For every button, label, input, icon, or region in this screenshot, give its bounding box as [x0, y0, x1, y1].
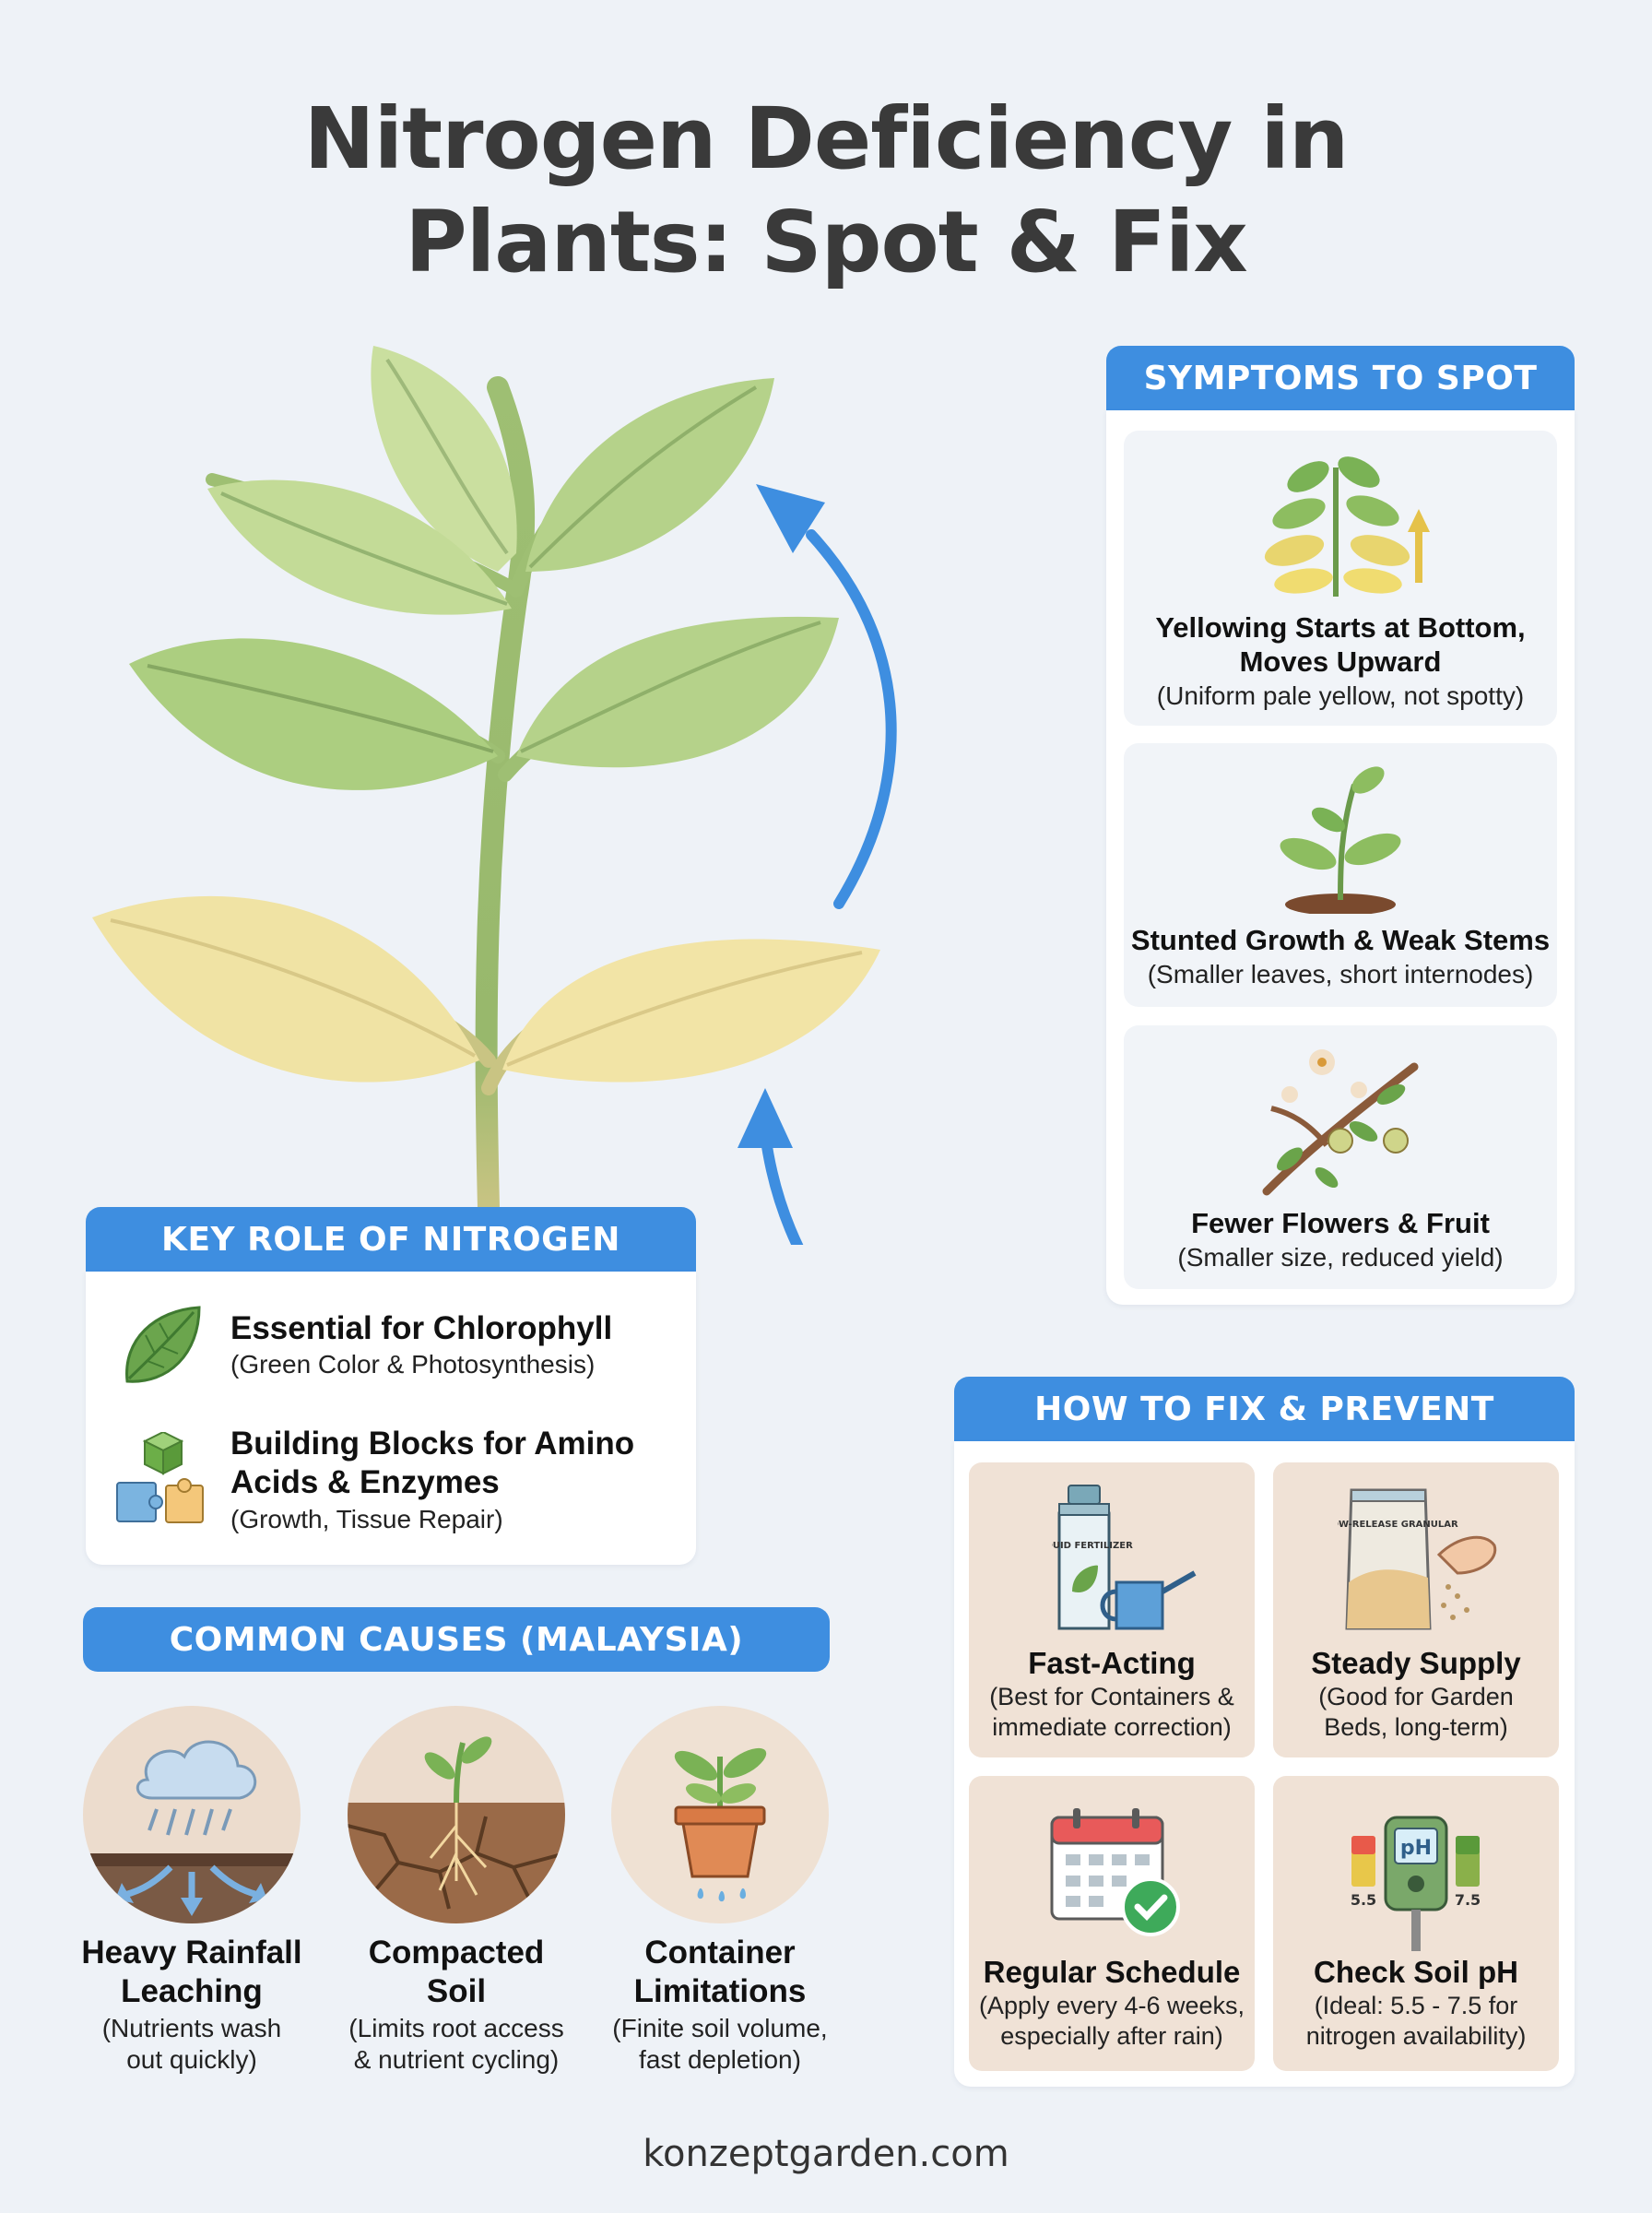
rain-cloud-icon — [83, 1740, 301, 1923]
cause-title-line-2: Soil — [426, 1973, 487, 2009]
fix-card-ph: 5.5 7.5 pH Check Soil pH (Ideal: 5.5 - 7… — [1273, 1776, 1559, 2071]
symptom-card-fewer-flowers: Fewer Flowers & Fruit (Smaller size, red… — [1124, 1025, 1557, 1289]
cause-sub-line-1: (Nutrients wash — [101, 2014, 282, 2042]
cause-title-line-2: Limitations — [633, 1973, 807, 2009]
symptom-subtitle: (Uniform pale yellow, not spotty) — [1156, 681, 1525, 710]
fix-sub-line-2: Beds, long-term) — [1324, 1713, 1508, 1741]
symptom-title: Stunted Growth & Weak Stems — [1130, 924, 1551, 956]
cause-title-line-2: Leaching — [121, 1973, 263, 2009]
ph-high-value: 7.5 — [1455, 1891, 1481, 1909]
building-blocks-icon — [116, 1432, 204, 1523]
cause-sub-line-1: (Finite soil volume, — [612, 2014, 828, 2042]
symptom-card-stunted: Stunted Growth & Weak Stems (Smaller lea… — [1124, 743, 1557, 1007]
cause-sub-line-2: out quickly) — [126, 2045, 257, 2074]
page-title: Nitrogen Deficiency in Plants: Spot & Fi… — [0, 88, 1652, 294]
fix-header: HOW TO FIX & PREVENT — [954, 1377, 1575, 1441]
fix-sub-line-1: (Apply every 4-6 weeks, — [978, 1992, 1245, 2019]
fix-card-schedule: Regular Schedule (Apply every 4-6 weeks,… — [969, 1776, 1255, 2071]
ph-meter-display: pH — [1400, 1837, 1432, 1860]
key-role-title: Essential for Chlorophyll — [230, 1310, 613, 1346]
granular-fertilizer-icon: SLOW-RELEASE GRANULAR — [1338, 1488, 1497, 1630]
plant-illustration — [92, 346, 897, 1245]
ph-low-value: 5.5 — [1351, 1891, 1376, 1909]
fix-sub-line-2: nitrogen availability) — [1305, 2022, 1527, 2050]
fix-title: Fast-Acting — [1028, 1646, 1196, 1680]
liquid-fertilizer-icon: LIQUID FERTILIZER — [1052, 1485, 1197, 1630]
symptoms-header: SYMPTOMS TO SPOT — [1106, 346, 1575, 410]
footer-website[interactable]: konzeptgarden.com — [643, 2133, 1009, 2175]
fix-sub-line-2: immediate correction) — [992, 1713, 1232, 1741]
fix-title: Check Soil pH — [1314, 1955, 1518, 1989]
causes-header: COMMON CAUSES (MALAYSIA) — [83, 1607, 830, 1672]
fix-sub-line-1: (Ideal: 5.5 - 7.5 for — [1314, 1992, 1518, 2019]
key-role-subtitle: (Green Color & Photosynthesis) — [230, 1350, 596, 1379]
symptom-subtitle: (Smaller leaves, short internodes) — [1147, 960, 1534, 988]
symptom-title-line-1: Yellowing Starts at Bottom, — [1155, 611, 1526, 644]
cause-sub-line-2: & nutrient cycling) — [353, 2045, 560, 2074]
key-role-subtitle: (Growth, Tissue Repair) — [230, 1505, 503, 1533]
symptom-title-line-2: Moves Upward — [1239, 645, 1442, 678]
cause-circle-rainfall — [83, 1706, 301, 1923]
cause-title-line-1: Compacted — [368, 1935, 545, 1970]
flowering-branch-icon — [1262, 1049, 1419, 1196]
cause-title-line-1: Heavy Rainfall — [81, 1935, 302, 1970]
key-role-title-line-2: Acids & Enzymes — [230, 1464, 500, 1500]
yellowing-plant-icon — [1264, 456, 1430, 597]
symptom-card-yellowing: Yellowing Starts at Bottom, Moves Upward… — [1124, 431, 1557, 726]
liquid-fertilizer-label: LIQUID FERTILIZER — [1052, 1541, 1133, 1551]
cause-title-line-1: Container — [644, 1935, 796, 1970]
stunted-seedling-icon — [1280, 766, 1401, 914]
page-title-line-1: Nitrogen Deficiency in — [303, 89, 1350, 188]
cause-circle-compacted-soil — [348, 1706, 565, 1923]
calendar-check-icon — [1050, 1808, 1180, 1936]
cause-circle-container — [611, 1706, 829, 1923]
ph-meter-icon: 5.5 7.5 pH — [1351, 1816, 1481, 1951]
fix-sub-line-1: (Best for Containers & — [989, 1683, 1234, 1710]
potted-plant-icon — [674, 1747, 767, 1902]
leaf-icon — [125, 1306, 201, 1383]
cause-sub-line-1: (Limits root access — [348, 2014, 564, 2042]
granular-fertilizer-label: SLOW-RELEASE GRANULAR — [1338, 1520, 1458, 1530]
symptom-title: Fewer Flowers & Fruit — [1191, 1207, 1490, 1239]
fix-sub-line-1: (Good for Garden — [1318, 1683, 1514, 1710]
page-title-line-2: Plants: Spot & Fix — [405, 193, 1247, 291]
symptom-subtitle: (Smaller size, reduced yield) — [1177, 1243, 1504, 1272]
fix-title: Steady Supply — [1311, 1646, 1521, 1680]
fix-card-granular: SLOW-RELEASE GRANULAR Steady Supply (Goo… — [1273, 1462, 1559, 1757]
fix-title: Regular Schedule — [983, 1955, 1241, 1989]
fix-card-liquid: LIQUID FERTILIZER Fast-Acting (Best for … — [969, 1462, 1255, 1757]
key-role-title-line-1: Building Blocks for Amino — [230, 1426, 635, 1462]
cracked-soil-icon — [348, 1736, 565, 1923]
fix-sub-line-2: especially after rain) — [1000, 2022, 1223, 2050]
key-role-header: KEY ROLE OF NITROGEN — [86, 1207, 696, 1272]
cause-sub-line-2: fast depletion) — [639, 2045, 801, 2074]
